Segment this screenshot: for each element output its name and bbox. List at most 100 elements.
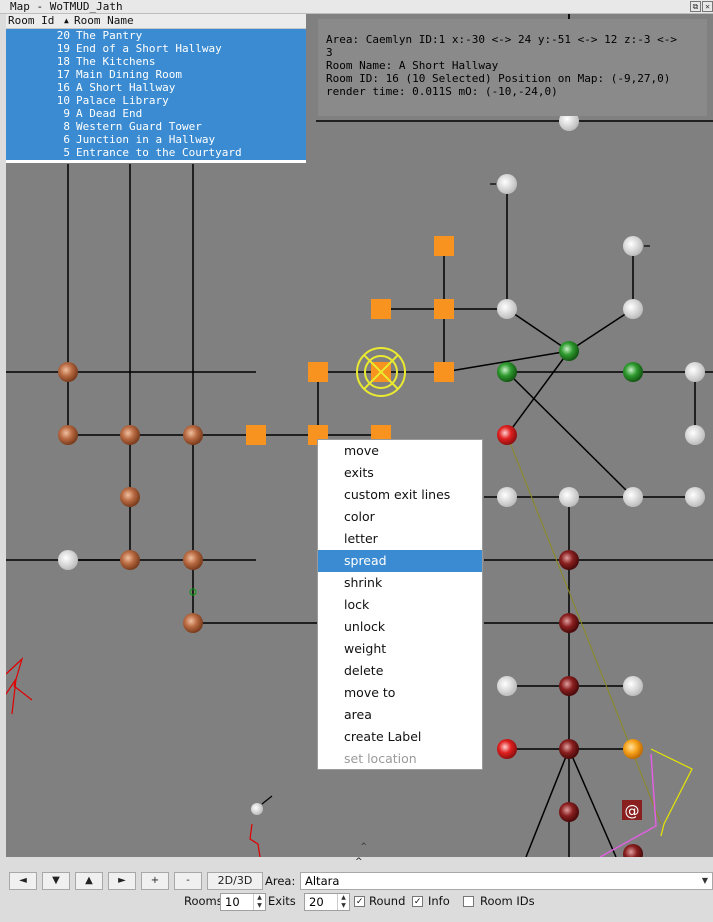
room-list-panel: Room Id ▲ Room Name 20 The Pantry 19 End of… [6, 14, 306, 163]
menu-item-exits[interactable]: exits [344, 465, 374, 480]
pan-right-button[interactable]: ► [108, 872, 136, 890]
table-row[interactable]: 20 The Pantry [6, 29, 306, 42]
menu-item-color[interactable]: color [344, 509, 375, 524]
exits-spinbox-value: 20 [309, 895, 324, 909]
room-name-cell: Palace Library [76, 94, 169, 107]
rooms-spinbox-value: 10 [225, 895, 240, 909]
info-render-time: render time: 0.011S mO: (-10,-24,0) [326, 85, 558, 98]
room-name-cell: Western Guard Tower [76, 120, 202, 133]
room-name-cell: The Kitchens [76, 55, 156, 68]
info-area-line: Area: Caemlyn ID:1 x:-30 <-> 24 y:-51 <-… [326, 33, 677, 46]
collapse-toolbar-icon[interactable]: ^ [355, 857, 363, 867]
room-list-rows: 20 The Pantry 19 End of a Short Hallway 18 Th… [6, 29, 306, 160]
room-name-cell: The Pantry [76, 29, 143, 42]
round-checkbox[interactable]: ✓ [354, 896, 365, 907]
toggle-2d-3d-button[interactable]: 2D/3D [207, 872, 263, 890]
menu-item-weight[interactable]: weight [344, 641, 387, 656]
menu-item-delete[interactable]: delete [344, 663, 384, 678]
context-menu: move exits custom exit lines color letter spr… [317, 439, 483, 770]
room-id-cell: 16 [56, 81, 70, 94]
room-id-cell: 5 [63, 146, 70, 159]
exits-spinbox[interactable]: 20 ▲▼ [304, 893, 350, 911]
player-marker-box [622, 800, 642, 820]
exits-label: Exits [268, 894, 296, 908]
room-ids-label: Room IDs [480, 894, 535, 908]
area-label: Area: [265, 874, 296, 888]
chevron-down-icon: ▼ [701, 876, 708, 885]
info-label: Info [428, 894, 450, 908]
room-name-cell: A Dead End [76, 107, 143, 120]
menu-item-set-location: set location [344, 751, 417, 766]
info-area-line-wrap: 3 [326, 46, 333, 59]
menu-item-move[interactable]: move [344, 443, 379, 458]
round-label: Round [369, 894, 406, 908]
info-checkbox[interactable]: ✓ [412, 896, 423, 907]
room-name-cell: Main Dining Room [76, 68, 182, 81]
menu-item-custom-exit-lines[interactable]: custom exit lines [344, 487, 451, 502]
table-row[interactable]: 9 A Dead End [6, 107, 306, 120]
info-room-id: Room ID: 16 (10 Selected) Position on Ma… [326, 72, 671, 85]
custom-exit-line-yellow [650, 748, 693, 837]
pan-left-button[interactable]: ◄ [9, 872, 37, 890]
rooms-label: Rooms [184, 894, 223, 908]
room-id-cell: 19 [56, 42, 70, 55]
custom-exit-line-pink [599, 753, 657, 857]
menu-item-shrink[interactable]: shrink [344, 575, 383, 590]
orange-rooms [246, 236, 454, 445]
info-overlay: Area: Caemlyn ID:1 x:-30 <-> 24 y:-51 <-… [318, 19, 707, 116]
menu-item-unlock[interactable]: unlock [344, 619, 386, 634]
menu-item-area[interactable]: area [344, 707, 372, 722]
zoom-in-button[interactable]: + [141, 872, 169, 890]
pan-up-button[interactable]: ▲ [75, 872, 103, 890]
area-select-value: Altara [305, 874, 340, 888]
window-titlebar: Map - WoTMUD_Jath ⧉ ✕ [0, 0, 713, 14]
rooms-spinbox[interactable]: 10 ▲▼ [220, 893, 266, 911]
column-room-name[interactable]: Room Name [74, 14, 134, 27]
table-row[interactable]: 16 A Short Hallway [6, 81, 306, 94]
spin-arrows-icon[interactable]: ▲▼ [253, 894, 265, 910]
menu-item-letter[interactable]: letter [344, 531, 378, 546]
table-row[interactable]: 18 The Kitchens [6, 55, 306, 68]
menu-item-create-label[interactable]: create Label [344, 729, 422, 744]
table-row[interactable]: 5 Entrance to the Courtyard [6, 146, 306, 159]
custom-exit-line [506, 434, 662, 825]
bottom-toolbar: ^ ◄ ▼ ▲ ► + - 2D/3D Area: Altara ▼ Rooms… [0, 857, 713, 922]
map-drawing: @ [6, 14, 713, 857]
room-stubs [261, 183, 650, 805]
area-select[interactable]: Altara ▼ [300, 872, 713, 890]
zoom-out-button[interactable]: - [174, 872, 202, 890]
pan-down-button[interactable]: ▼ [42, 872, 70, 890]
sort-ascending-icon: ▲ [64, 16, 69, 25]
float-window-button[interactable]: ⧉ [690, 1, 701, 12]
column-room-id[interactable]: Room Id [8, 14, 55, 27]
info-room-name: Room Name: A Short Hallway [326, 59, 499, 72]
room-id-cell: 9 [63, 107, 70, 120]
room-ids-checkbox[interactable] [463, 896, 474, 907]
menu-item-lock[interactable]: lock [344, 597, 370, 612]
menu-item-move-to[interactable]: move to [344, 685, 396, 700]
table-row[interactable]: 10 Palace Library [6, 94, 306, 107]
red-exit-stubs [6, 657, 261, 857]
round-rooms [58, 48, 705, 857]
room-name-cell: A Short Hallway [76, 81, 176, 94]
close-window-button[interactable]: ✕ [702, 1, 713, 12]
room-name-cell: Entrance to the Courtyard [76, 146, 242, 159]
room-id-cell: 6 [63, 133, 70, 146]
room-id-cell: 18 [56, 55, 70, 68]
room-id-cell: 20 [56, 29, 70, 42]
room-id-cell: 10 [56, 94, 70, 107]
menu-item-spread[interactable]: spread [318, 550, 482, 572]
window-title: Map - WoTMUD_Jath [10, 0, 123, 13]
collapse-panel-icon[interactable]: ^ [361, 842, 367, 852]
spin-arrows-icon[interactable]: ▲▼ [337, 894, 349, 910]
player-marker-icon: @ [625, 802, 640, 820]
room-name-cell: Junction in a Hallway [76, 133, 216, 146]
table-row[interactable]: 6 Junction in a Hallway [6, 133, 306, 146]
table-row[interactable]: 17 Main Dining Room [6, 68, 306, 81]
table-row[interactable]: 19 End of a Short Hallway [6, 42, 306, 55]
room-list-header: Room Id ▲ Room Name [6, 14, 306, 29]
door-marker [189, 588, 197, 596]
room-name-cell: End of a Short Hallway [76, 42, 222, 55]
room-id-cell: 17 [56, 68, 70, 81]
